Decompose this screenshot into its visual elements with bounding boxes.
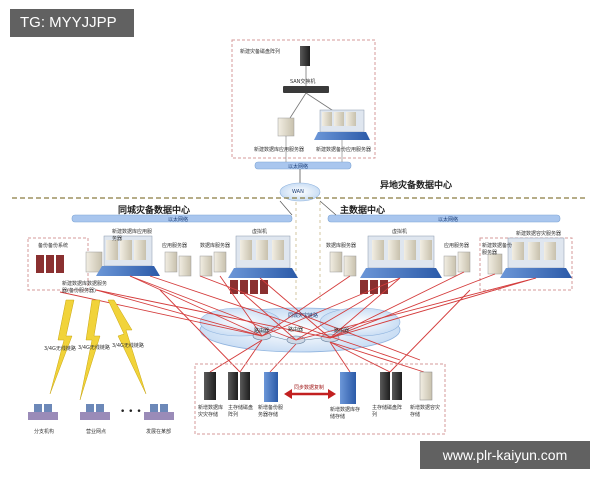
main-item-4: 新建数据容灾服务器: [516, 231, 562, 237]
storage-right-2: 新增数据容灾存储: [410, 405, 441, 418]
main-item-0: 数据库服务器: [326, 243, 357, 249]
watermark-top: TG: MYYJJPP: [10, 9, 134, 37]
intra-db-server-b: [213, 251, 227, 273]
storage-zone-box: [194, 363, 446, 435]
intra-item-5: 新建数据库数据服务器(备份服务器): [62, 281, 108, 294]
intra-backup-storage: [36, 255, 64, 273]
terminal-1: [28, 404, 58, 420]
intra-item-3: 数据库服务器: [200, 243, 231, 249]
main-item-1: 虚拟机: [392, 229, 408, 235]
intra-backup-array: [230, 280, 268, 294]
terminal-2: [80, 404, 110, 420]
intra-city-center-title: 同城灾备数据中心: [118, 206, 191, 216]
main-db-server-a: [329, 251, 343, 273]
intra-item-2: 应用服务器: [162, 243, 188, 249]
intra-item-0: 备份备份系统: [38, 243, 69, 249]
terminal-label-1: 营业网点: [86, 429, 107, 435]
router-c-label: 路由器: [334, 328, 350, 334]
storage-right-c: [419, 371, 433, 401]
remote-zone-label: 新建灾备磁盘阵列: [240, 49, 281, 55]
wireless-bolts: [49, 299, 147, 401]
red-links: [59, 271, 537, 373]
remote-server-a: [277, 117, 295, 137]
terminal-label-0: 分支机构: [34, 429, 55, 435]
main-backup-array: [360, 280, 388, 294]
terminal-ellipsis: • • •: [120, 407, 142, 417]
terminal-3: [144, 404, 174, 420]
storage-left-c: [264, 372, 278, 402]
storage-right-0: 新增数据库存储存储: [330, 407, 361, 420]
storage-left-2: 新增备份服务器存储: [258, 405, 284, 418]
intra-item-1: 新建数据库应用服务器: [112, 229, 153, 242]
remote-server-a-label: 新建数据库应用服务器: [254, 147, 305, 153]
main-db-server-b: [343, 255, 357, 277]
san-switch: [283, 86, 329, 93]
san-switch-label: SAN交换机: [290, 79, 316, 85]
intra-item-4: 虚拟机: [252, 229, 268, 235]
main-ethernet-bar: [327, 214, 561, 223]
intra-db-server-a: [199, 255, 213, 277]
main-backup-server: [487, 253, 503, 275]
storage-left-1: 主存储磁盘阵列: [228, 405, 254, 418]
intra-vm-rack: [228, 235, 298, 278]
intra-app-server-b: [178, 255, 192, 277]
storage-right-1: 主存储磁盘阵列: [372, 405, 403, 418]
watermark-bottom: www.plr-kaiyun.com: [420, 441, 590, 469]
wan-cloud: [279, 182, 321, 202]
router-a-label: 路由器: [254, 328, 270, 334]
storage-left-0: 新增数据库灾灾存储: [198, 405, 224, 418]
intra-bus-label: 以太网络: [168, 217, 189, 223]
intra-app-server-a: [164, 251, 178, 273]
intra-db-server-new: [85, 251, 103, 273]
main-app-server-b: [457, 251, 471, 273]
main-app-server-a: [443, 255, 457, 277]
remote-server-b-label: 新建数据备份应用服务器: [316, 147, 372, 153]
wan-link-label: 同城灾灾链路: [288, 313, 319, 319]
main-vm-rack: [360, 235, 442, 278]
router-b-label: 路由器: [288, 327, 304, 333]
main-center-title: 主数据中心: [340, 206, 386, 216]
intra-ethernet-bar: [71, 214, 293, 223]
wireless-link-2: 3/4G无线链路: [112, 343, 144, 349]
remote-bus-label: 以太网络: [288, 164, 309, 170]
remote-cloud-label: WAN: [292, 189, 304, 195]
main-item-2: 应用服务器: [444, 243, 470, 249]
remote-server-rack: [314, 109, 370, 140]
remote-center-title: 异地灾备数据中心: [380, 181, 453, 191]
sync-label: 同步数据复制: [294, 385, 325, 391]
remote-ethernet-bar: [254, 161, 352, 170]
wireless-link-1: 3/4G无线链路: [78, 345, 110, 351]
terminal-label-2: 发展在某部: [146, 429, 172, 435]
main-dr-rack: [500, 237, 572, 278]
intra-server-rack: [96, 235, 160, 276]
wireless-link-0: 3/4G无线链路: [44, 346, 76, 352]
remote-disk-array: [300, 46, 310, 66]
main-item-3: 新建数据备份服务器: [482, 243, 513, 256]
main-bus-label: 以太网络: [438, 217, 459, 223]
storage-left-a: [204, 372, 216, 400]
storage-right-a: [340, 372, 356, 404]
